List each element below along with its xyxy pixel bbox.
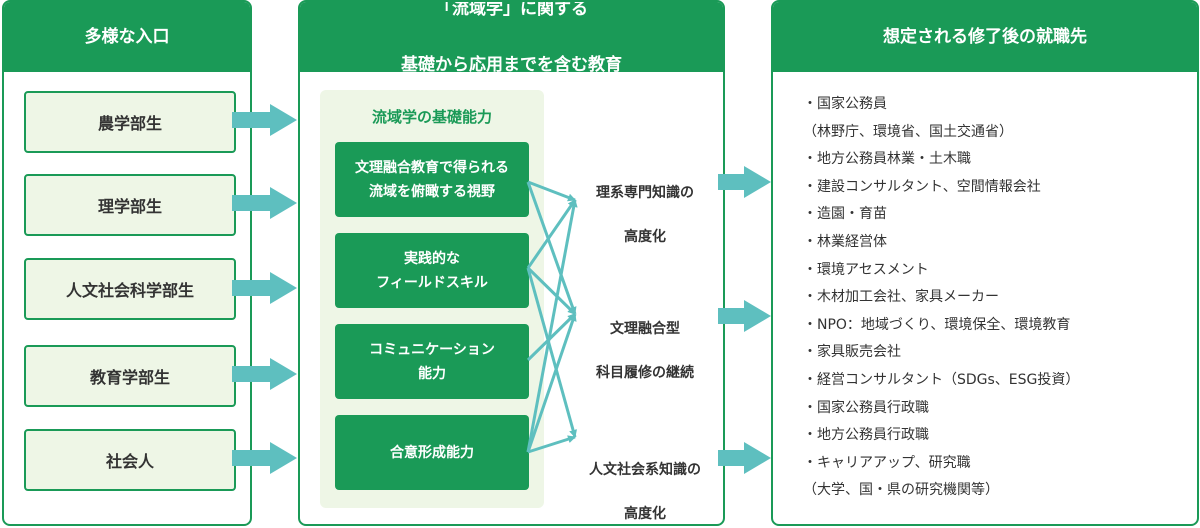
entrance-humanities: 人文社会科学部生 bbox=[24, 258, 236, 320]
entrance-working-adults: 社会人 bbox=[24, 429, 236, 491]
ability-communication: コミュニケーション能力 bbox=[335, 324, 529, 399]
education-title: 「流域学」に関する 基礎から応用までを含む教育 bbox=[300, 0, 723, 75]
outcome-3-line2: 高度化 bbox=[624, 506, 666, 522]
ability-2-line2: フィールドスキル bbox=[376, 274, 488, 291]
career-item: ・木材加工会社、家具メーカー bbox=[803, 289, 999, 306]
outcome-humanities-knowledge: 人文社会系知識の 高度化 bbox=[570, 437, 720, 524]
outcome-integrated-courses: 文理融合型 科目履修の継続 bbox=[570, 296, 720, 406]
career-item: ・林業経営体 bbox=[803, 233, 887, 250]
outcome-2-line2: 科目履修の継続 bbox=[596, 365, 694, 381]
outcome-3-line1: 人文社会系知識の bbox=[589, 462, 701, 478]
outcome-1-line2: 高度化 bbox=[624, 229, 666, 245]
career-item: （林野庁、環境省、国土交通省） bbox=[803, 123, 1013, 140]
outcome-2-line1: 文理融合型 bbox=[610, 321, 680, 337]
entrances-title: 多様な入口 bbox=[4, 2, 250, 72]
education-panel: 「流域学」に関する 基礎から応用までを含む教育 流域学の基礎能力 文理融合教育で… bbox=[298, 0, 725, 526]
career-item: ・地方公務員行政職 bbox=[803, 427, 929, 444]
ability-4-line1: 合意形成能力 bbox=[390, 444, 474, 461]
abilities-title: 流域学の基礎能力 bbox=[371, 108, 492, 126]
entrance-science: 理学部生 bbox=[24, 174, 236, 236]
ability-field-skills: 実践的なフィールドスキル bbox=[335, 233, 529, 308]
entrance-education: 教育学部生 bbox=[24, 345, 236, 407]
entrance-agriculture: 農学部生 bbox=[24, 91, 236, 153]
career-item: ・建設コンサルタント、空間情報会社 bbox=[803, 178, 1041, 195]
careers-list: ・国家公務員 （林野庁、環境省、国土交通省） ・地方公務員林業・土木職 ・建設コ… bbox=[803, 91, 1079, 505]
careers-panel: 想定される修了後の就職先 ・国家公務員 （林野庁、環境省、国土交通省） ・地方公… bbox=[771, 0, 1199, 526]
ability-consensus-building: 合意形成能力 bbox=[335, 415, 529, 490]
ability-3-line1: コミュニケーション bbox=[369, 341, 495, 358]
career-item: ・家具販売会社 bbox=[803, 344, 901, 361]
outcome-1-line1: 理系専門知識の bbox=[596, 185, 694, 201]
outcome-science-knowledge: 理系専門知識の 高度化 bbox=[570, 160, 720, 270]
career-item: ・地方公務員林業・土木職 bbox=[803, 151, 971, 168]
ability-3-line2: 能力 bbox=[417, 365, 446, 382]
career-item: ・造園・育苗 bbox=[803, 206, 887, 223]
career-item: （大学、国・県の研究機関等） bbox=[803, 482, 999, 499]
career-item: ・キャリアアップ、研究職 bbox=[803, 454, 971, 471]
ability-2-line1: 実践的な bbox=[403, 250, 460, 267]
career-item: ・環境アセスメント bbox=[803, 261, 929, 278]
ability-1-line2: 流域を俯瞰する視野 bbox=[369, 183, 495, 200]
education-title-line1: 「流域学」に関する bbox=[435, 0, 588, 19]
career-item: ・国家公務員行政職 bbox=[803, 399, 929, 416]
ability-1-line1: 文理融合教育で得られる bbox=[355, 159, 509, 176]
arrow-career-1 bbox=[718, 166, 771, 198]
arrow-career-3 bbox=[718, 442, 771, 474]
careers-title: 想定される修了後の就職先 bbox=[773, 2, 1197, 72]
career-item: ・経営コンサルタント（SDGs、ESG投資） bbox=[803, 371, 1080, 388]
ability-integrated-perspective: 文理融合教育で得られる流域を俯瞰する視野 bbox=[335, 142, 529, 217]
career-item: ・国家公務員 bbox=[803, 96, 887, 112]
entrances-panel: 多様な入口 農学部生 理学部生 人文社会科学部生 教育学部生 社会人 bbox=[2, 0, 252, 526]
arrow-career-2 bbox=[718, 300, 771, 332]
education-title-line2: 基礎から応用までを含む教育 bbox=[401, 55, 622, 75]
career-item: ・NPO：地域づくり、環境保全、環境教育 bbox=[803, 316, 1071, 333]
